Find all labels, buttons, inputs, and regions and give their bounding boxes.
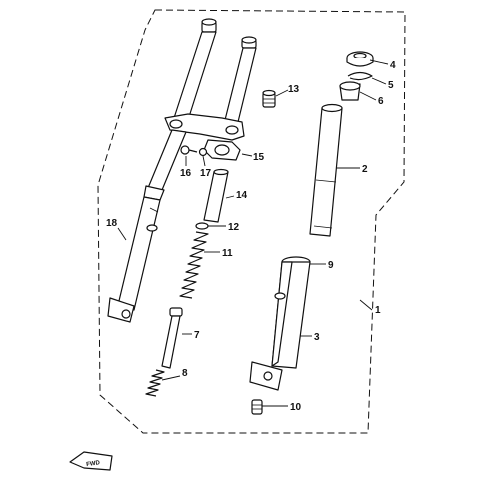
outer-tube (249, 256, 311, 391)
damper-rod (161, 307, 183, 369)
callout-7: 7 (194, 330, 200, 341)
fork-spring (179, 231, 209, 299)
washer (198, 147, 208, 157)
drain-bolt (251, 399, 263, 415)
callout-1: 1 (375, 305, 381, 316)
callout-18: 18 (106, 218, 118, 229)
callout-3: 3 (314, 332, 320, 343)
cap-bolt (262, 89, 276, 108)
fwd-direction-badge: FWD (69, 451, 113, 471)
fwd-label: FWD (86, 460, 101, 468)
callout-10: 10 (290, 402, 302, 413)
callout-12: 12 (228, 222, 240, 233)
callout-16: 16 (180, 168, 192, 179)
circlip (195, 222, 209, 230)
assembly-boundary (97, 9, 406, 434)
part-callouts: 1 2 3 4 5 6 7 8 9 10 11 12 13 14 15 16 1… (106, 60, 396, 413)
collar (203, 168, 229, 223)
leader-lines (117, 59, 389, 407)
callout-9: 9 (328, 260, 334, 271)
callout-5: 5 (388, 80, 394, 91)
rebound-spring (145, 369, 165, 397)
oil-seal (346, 51, 374, 67)
callout-15: 15 (253, 152, 265, 163)
under-bracket (203, 139, 241, 161)
pinch-bolt (180, 145, 198, 155)
callout-11: 11 (222, 248, 233, 259)
callout-14: 14 (236, 190, 248, 201)
retaining-clip (347, 71, 373, 81)
dust-seal (339, 81, 361, 101)
callout-2: 2 (362, 164, 368, 175)
inner-tube (309, 103, 343, 237)
callout-17: 17 (200, 168, 212, 179)
callout-13: 13 (288, 84, 300, 95)
callout-4: 4 (390, 60, 396, 71)
assembled-fork-leg (107, 18, 257, 323)
callout-6: 6 (378, 96, 384, 107)
fwd-arrow-icon (69, 451, 113, 471)
callout-8: 8 (182, 368, 188, 379)
